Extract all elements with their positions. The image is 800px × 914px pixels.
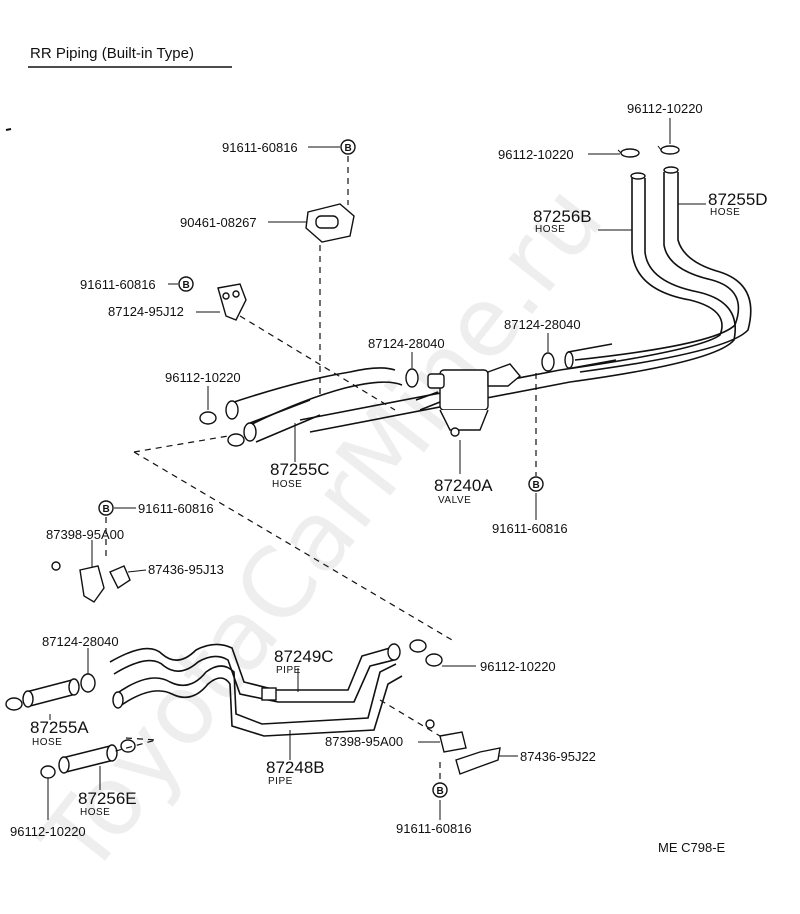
bolt-icon-5: B [432, 782, 448, 798]
label-91611-60816-top: 91611-60816 [222, 140, 298, 155]
svg-text:B: B [345, 143, 352, 154]
hose-87255d[interactable] [574, 166, 752, 373]
label-87436-95j13: 87436-95J13 [148, 562, 224, 577]
label-87248b: 87248B [266, 758, 325, 777]
bracket-90461[interactable] [305, 203, 355, 243]
dashline-3 [239, 315, 396, 411]
svg-text:B: B [437, 786, 444, 797]
clamp-icon-lower [387, 639, 443, 667]
hose-87256e[interactable] [40, 739, 136, 779]
label-96112-10220-a: 96112-10220 [165, 370, 241, 385]
dashline-10 [111, 737, 157, 753]
bracket-87124-95j12[interactable] [217, 283, 247, 321]
label-91611-60816-valve: 91611-60816 [492, 521, 568, 536]
label-87255d: 87255D [708, 190, 768, 209]
label-87124-95j12: 87124-95J12 [108, 304, 184, 319]
bolt-icon-4: B [98, 500, 114, 516]
label-87249c: 87249C [274, 647, 334, 666]
label-87256e-sub: HOSE [80, 807, 110, 818]
label-87255a-sub: HOSE [32, 737, 62, 748]
footer-code: ME C798-E [658, 840, 726, 855]
label-87124-28040-b: 87124-28040 [504, 317, 581, 332]
svg-text:B: B [103, 504, 110, 515]
label-87255c: 87255C [270, 460, 330, 479]
bolt-icon-2: B [178, 276, 194, 292]
label-87255a: 87255A [30, 718, 89, 737]
hose-87255a[interactable] [5, 673, 96, 711]
stray-mark [5, 128, 12, 131]
label-87240a: 87240A [434, 476, 493, 495]
bolt-icon-3: B [528, 476, 544, 492]
hose-87255c[interactable] [225, 367, 403, 443]
label-87398-95a00-a: 87398-95A00 [46, 527, 124, 542]
label-87398-95a00-b: 87398-95A00 [325, 734, 403, 749]
pipe-87249c[interactable] [109, 643, 395, 703]
bolt-icon-1: B [340, 139, 356, 155]
label-87256e: 87256E [78, 789, 137, 808]
label-96112-10220-b: 96112-10220 [498, 147, 574, 162]
label-87256b-sub: HOSE [535, 224, 565, 235]
leader-lines [47, 118, 706, 820]
clamp-icon-upper-1 [199, 352, 555, 447]
label-87436-95j22: 87436-95J22 [520, 749, 596, 764]
label-87124-28040-a: 87124-28040 [368, 336, 445, 351]
label-96112-10220-d: 96112-10220 [10, 824, 86, 839]
label-87255d-sub: HOSE [710, 207, 740, 218]
svg-text:B: B [533, 480, 540, 491]
dashline-5 [133, 435, 229, 453]
pipe-87248b[interactable] [112, 663, 403, 737]
label-96112-10220-top: 96112-10220 [627, 101, 703, 116]
label-87124-28040-c: 87124-28040 [42, 634, 119, 649]
label-87240a-sub: VALVE [438, 495, 471, 506]
label-87255c-sub: HOSE [272, 479, 302, 490]
svg-text:B: B [183, 280, 190, 291]
label-91611-60816-lower: 91611-60816 [138, 501, 214, 516]
label-90461-08267: 90461-08267 [180, 215, 257, 230]
label-91611-60816-bottom: 91611-60816 [396, 821, 472, 836]
pipe-joint [261, 687, 277, 701]
diagram-title: RR Piping (Built-in Type) [30, 45, 194, 62]
bracket-87436-95j22[interactable] [425, 719, 501, 775]
bracket-87436-95j13[interactable] [51, 561, 131, 603]
label-91611-60816-left: 91611-60816 [80, 277, 156, 292]
label-87249c-sub: PIPE [276, 665, 301, 676]
valve-87240a[interactable] [415, 363, 521, 437]
clamp-icon-top-right [617, 145, 680, 158]
label-96112-10220-c: 96112-10220 [480, 659, 556, 674]
hose-end-right [564, 343, 617, 369]
label-87256b: 87256B [533, 207, 592, 226]
dashline-9 [379, 699, 441, 737]
label-87248b-sub: PIPE [268, 776, 293, 787]
